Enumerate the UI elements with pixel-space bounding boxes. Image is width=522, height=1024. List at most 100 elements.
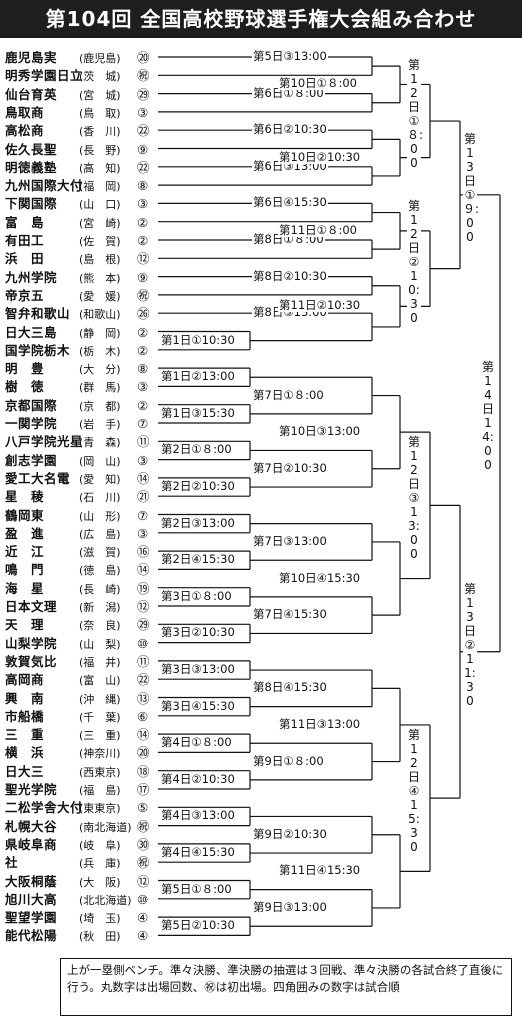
team-appearances: ② [137,214,149,230]
team-name: 三 重 [5,727,45,743]
team-row: 盈 進(広 島)③ [5,525,160,542]
first-round-label: 第2日①８:00 [160,442,233,457]
team-prefecture: (大 阪) [79,875,121,889]
first-round-label: 第2日③13:00 [160,515,236,530]
team-prefecture: (北北海道) [79,893,132,907]
third-round-label: 第10日①８:00 [278,76,358,91]
team-name: 興 南 [5,690,45,706]
team-name: 旭川大高 [5,891,58,907]
team-prefecture: (新 潟) [79,601,121,614]
team-appearances: ㉙ [137,86,150,102]
team-name: 山梨学院 [5,635,58,651]
team-row: 三 重 (三 重) ⑭ [5,726,160,743]
team-prefecture: (山 形) [79,509,121,523]
team-appearances: ④ [137,910,149,926]
team-appearances: ⑤ [137,800,149,816]
first-round-label: 第4日①８:00 [160,735,233,750]
team-row: 興 南(沖 縄)⑬ [5,690,160,707]
team-name: 一関学院 [5,416,58,431]
second-round-label: 第8日②10:30 [252,268,328,283]
final-label: 第14日14:00 [481,360,495,473]
team-prefecture: (京 都) [79,399,121,413]
team-name: 札幌大谷 [5,818,58,834]
team-prefecture: (長 崎) [79,582,121,596]
second-round-label: 第7日②10:30 [252,460,328,475]
team-name: 鹿児島実 [5,50,58,65]
team-name: 鳴 門 [5,562,45,578]
team-name: 日大三島 [5,324,58,340]
team-row: 有田工(佐 賀)② [5,232,160,249]
team-name: 九州学院 [5,269,58,285]
quarter-final-label: 第12日①８:00 [407,58,424,171]
team-row: 二松学舎大付(東東京)⑤ [5,799,160,816]
team-row: 明 豊(大 分)⑧ [5,360,160,377]
team-appearances: ⑧ [137,361,149,377]
team-appearances: ⑦ [137,507,149,523]
team-row: 札幌大谷(南北海道)㊗ [5,818,160,835]
team-prefecture: (長 野) [79,143,121,157]
team-row: 鹿児島実 (鹿児島) ⑳ [5,49,160,66]
team-prefecture: (岐 阜) [79,838,121,852]
team-prefecture: (佐 賀) [79,235,121,248]
team-row: 高松商(香 川)㉒ [5,122,160,139]
team-appearances: ⑱ [137,763,150,779]
team-name: 聖望学園 [5,910,58,926]
second-round-label: 第9日①８:00 [252,753,325,768]
first-round-label: 第4日④15:30 [160,845,236,860]
team-prefecture: (兵 庫) [79,857,121,871]
first-round-label: 第1日③15:30 [160,405,236,420]
team-row: 聖光学院(福 島)⑰ [5,781,160,798]
team-row: 八戸学院光星(青 森)⑪ [5,433,160,450]
team-prefecture: (西東京) [79,765,121,779]
team-appearances: ㉒ [137,672,150,688]
team-name: 智弁和歌山 [5,306,71,322]
third-round-label: 第10日③13:00 [278,424,362,439]
team-row: 聖望学園(埼 玉)④ [5,909,160,926]
first-round-label: 第4日②10:30 [160,771,236,786]
team-name: 国学院栃木 [5,342,71,358]
team-row: 浜 田(島 根)⑫ [5,250,160,267]
team-row: 鳴 門(徳 島)⑭ [5,561,160,578]
team-appearances: ⑦ [137,416,149,431]
team-appearances: ⑧ [137,178,149,194]
team-prefecture: (三 重) [79,729,121,743]
team-appearances: ㊗ [137,855,150,871]
team-appearances: ⑨ [137,269,149,285]
quarter-final-label: 第12日③13:00 [407,435,421,562]
team-name: 有田工 [5,233,45,248]
team-appearances: ⑳ [137,50,150,65]
second-round-label: 第7日④15:30 [252,607,328,622]
team-row: 近 江(滋 賀)⑯ [5,543,160,560]
second-round-label: 第8日④15:30 [252,680,328,695]
team-name: 高松商 [5,123,45,139]
third-round-label: 第11日③13:00 [278,716,362,731]
team-name: 二松学舎大付 [5,800,84,816]
team-appearances: ⑨ [137,141,149,157]
team-name: 横 浜 [5,745,45,761]
team-appearances: ㊗ [137,287,150,303]
team-appearances: ② [137,342,149,358]
team-appearances: ⑯ [137,544,150,560]
team-prefecture: (和歌山) [79,308,121,322]
team-name: 帝京五 [5,287,45,303]
first-round-label: 第1日②13:00 [160,369,236,384]
second-round-label: 第7日①８:00 [252,387,325,402]
team-row: 高岡商(富 山)㉒ [5,671,160,688]
team-prefecture: (鹿児島) [79,52,121,65]
third-round-label: 第11日②10:30 [278,298,362,313]
team-name: 星 稜 [5,489,45,505]
team-row: 九州学院(熊 本)⑨ [5,269,160,286]
team-appearances: ⑥ [137,708,149,724]
semi-final-label: 第13日①９:00 [463,131,480,244]
team-row: 旭川大高 (北北海道) ⑩ [5,891,160,908]
team-prefecture: (香 川) [79,125,121,139]
team-appearances: ⑩ [137,891,149,907]
second-round-label: 第7日③13:00 [252,533,328,548]
team-name: 能代松陽 [5,928,58,944]
team-appearances: ㉑ [137,489,150,505]
third-round-label: 第10日④15:30 [278,570,362,585]
team-prefecture: (高 知) [79,161,121,175]
team-appearances: ⑭ [137,727,150,743]
team-prefecture: (愛 知) [79,472,121,486]
